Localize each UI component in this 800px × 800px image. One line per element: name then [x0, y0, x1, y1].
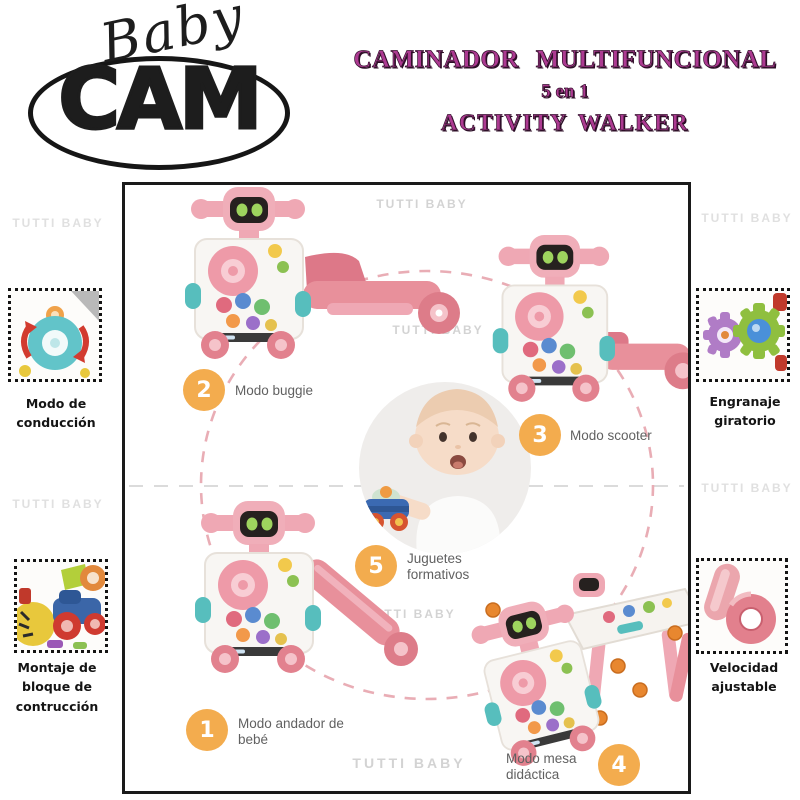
mode-2-badge: 2 [183, 369, 225, 411]
building-blocks-caption: Montaje de bloque de contrucción [15, 660, 99, 714]
walker-scooter-illustration [491, 234, 688, 403]
driving-mode-caption: Modo de conducción [16, 396, 96, 431]
mode-5-label: Juguetes formativos [407, 551, 470, 583]
gears-icon [703, 293, 787, 371]
product-title-line2: 5 en 1 [541, 81, 589, 103]
brand-logo: CAM Baby [28, 0, 298, 176]
activity-table-illustration [460, 573, 688, 774]
mode-1-label: Modo andador de bebé [238, 716, 344, 748]
mode-3-badge: 3 [519, 414, 561, 456]
walker-buggy-illustration [184, 186, 460, 360]
driving-mode-thumbnail [8, 288, 102, 382]
baby-photo [359, 382, 531, 554]
watermark: TUTTI BABY [12, 216, 104, 230]
product-title-line1: CAMINADOR MULTIFUNCIONAL [353, 46, 777, 74]
building-blocks-icon [11, 564, 106, 649]
logo-cam-text: CAM [57, 49, 264, 150]
watermark: TUTTI BABY [701, 211, 793, 225]
speed-knob-caption: Velocidad ajustable [709, 660, 779, 695]
building-blocks-thumbnail [11, 559, 108, 653]
logo-ellipse [28, 56, 290, 170]
mode-3-label: Modo scooter [570, 428, 652, 443]
modes-scene [129, 186, 688, 774]
mode-2-label: Modo buggie [235, 383, 314, 398]
watermark: TUTTI BABY [352, 755, 466, 771]
watermark: TUTTI BABY [376, 197, 468, 211]
mode-4-badge: 4 [598, 744, 640, 786]
steering-wheel-icon [19, 291, 99, 378]
speed-knob-icon [704, 563, 776, 644]
speed-knob-thumbnail [696, 558, 788, 654]
product-title: CAMINADOR MULTIFUNCIONAL 5 en 1 ACTIVITY… [335, 46, 795, 136]
watermark: TUTTI BABY [12, 497, 104, 511]
mode-5-badge: 5 [355, 545, 397, 587]
baby-walker-illustration [194, 500, 418, 674]
mode-4-label: Modo mesa didáctica [506, 751, 577, 783]
mode-1-badge: 1 [186, 709, 228, 751]
product-title-line3: ACTIVITY WALKER [440, 110, 690, 136]
dashed-route-circle [199, 269, 655, 701]
watermark: TUTTI BABY [701, 481, 793, 495]
rotating-gear-caption: Engranaje giratorio [709, 394, 781, 429]
rotating-gear-thumbnail [696, 288, 790, 382]
main-panel: TUTTI BABY TUTTI BABY TUTTI BABY TUTTI B… [122, 182, 691, 794]
